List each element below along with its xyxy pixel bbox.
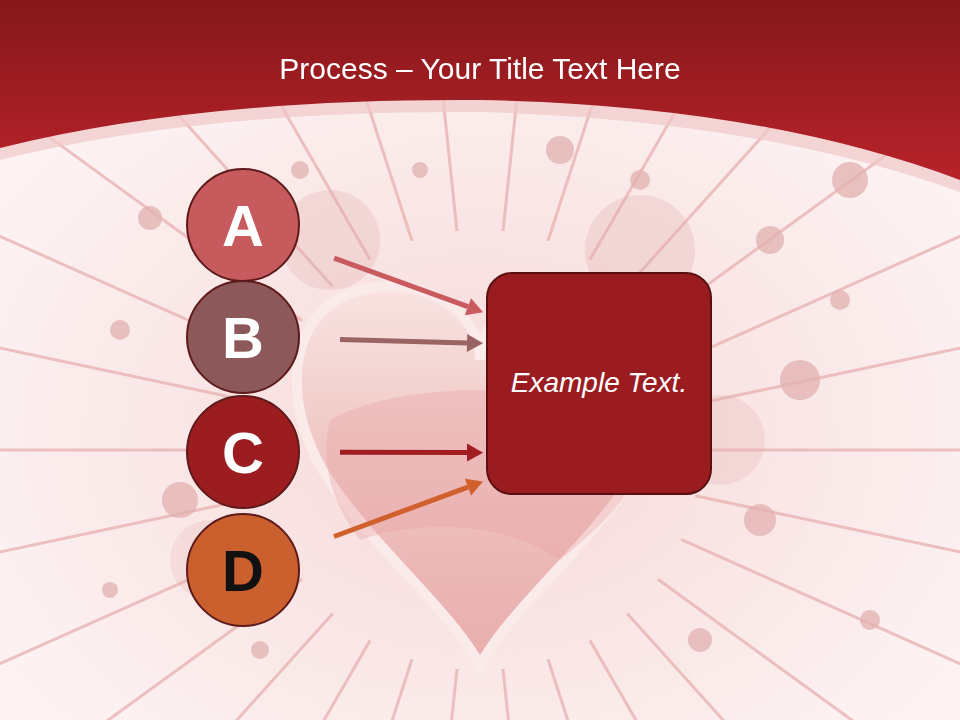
arrow-connector	[334, 258, 483, 315]
step-letter: D	[222, 537, 264, 604]
arrow-connector	[340, 334, 483, 352]
arrow-connector	[334, 479, 483, 537]
step-letter: C	[222, 419, 264, 486]
step-circle: C	[186, 395, 300, 509]
slide-title: Process – Your Title Text Here	[0, 52, 960, 86]
step-letter: A	[222, 192, 264, 259]
arrow-connector	[340, 444, 483, 462]
step-letter: B	[222, 304, 264, 371]
step-circle: B	[186, 280, 300, 394]
step-circle: A	[186, 168, 300, 282]
step-circle: D	[186, 513, 300, 627]
process-box: Example Text.	[486, 272, 712, 495]
box-text: Example Text.	[511, 363, 687, 404]
